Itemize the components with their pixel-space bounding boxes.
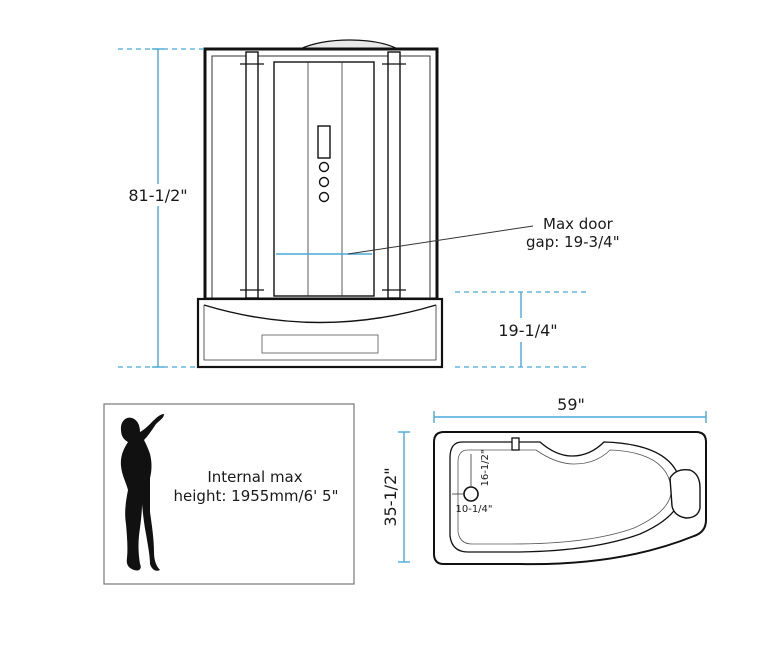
jet-icon [318,176,330,188]
jet-icon [318,161,330,173]
height-dimension: 81-1/2" [118,48,205,368]
jet-icon [318,191,330,203]
tub-base [196,297,444,369]
woman-silhouette-icon [120,414,164,571]
drain-icon [463,486,479,502]
headrest [669,468,701,519]
tub-basin [449,441,683,553]
left-door-rail [245,51,259,299]
tub-outline [433,431,707,566]
tray-height-label: 19-1/4" [498,321,557,340]
tray-height-dimension: 19-1/4" [455,291,590,368]
person-label-line1: Internal max [207,468,302,486]
person-height-box: Internal max height: 1955mm/6' 5" [103,403,355,585]
shower-cabin-elevation [196,39,534,369]
depth-label: 35-1/2" [381,467,400,526]
door-gap-label-line1: Max door [543,215,614,233]
drain-horizontal-offset-label: 10-1/4" [455,504,492,515]
height-label: 81-1/2" [128,186,187,205]
right-door-rail [387,51,401,299]
control-panel [317,125,331,159]
tub-plan-view: 59" 35-1/2" 16-1/2" 10-1/4" [381,395,707,566]
width-label: 59" [557,395,585,414]
drain-vertical-offset-label: 16-1/2" [480,449,491,486]
door-gap-leader [347,225,534,255]
door-gap-label-line2: gap: 19-3/4" [526,233,620,251]
person-label-line2: height: 1955mm/6' 5" [174,487,339,505]
faucet-icon [511,437,520,451]
roof-dome [299,39,399,50]
